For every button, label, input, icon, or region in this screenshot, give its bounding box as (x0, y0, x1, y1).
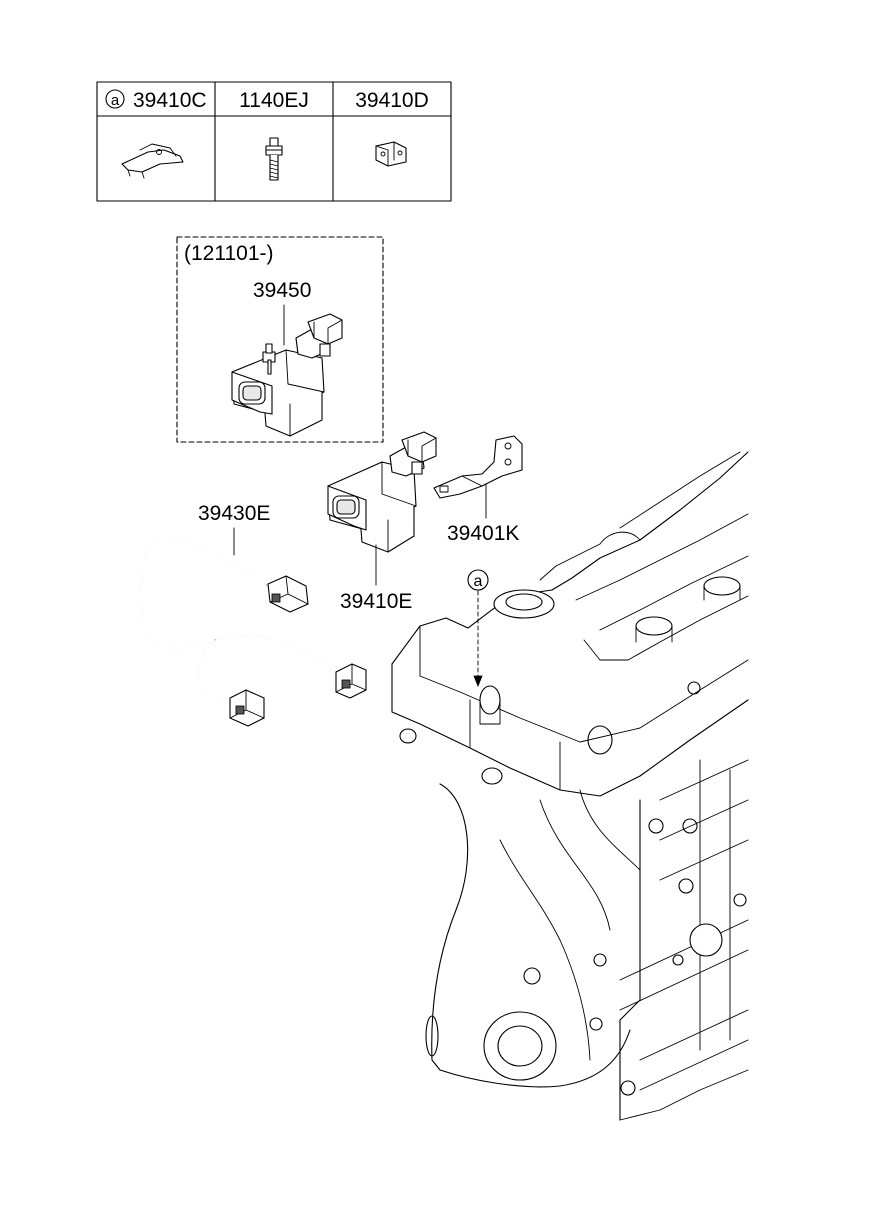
legend-header-39410d[interactable]: 39410D (355, 89, 429, 112)
part-number-39450[interactable]: 39450 (253, 279, 311, 302)
legend-header-39410c[interactable]: 39410C (133, 89, 207, 112)
variant-date-label: (121101-) (184, 242, 274, 265)
small-clip-part-icon[interactable] (375, 141, 407, 167)
legend-table: a 39410C 1140EJ 39410D (96, 81, 452, 202)
harness-connector-right-icon[interactable] (335, 663, 367, 699)
legend-marker-label: a (111, 92, 120, 109)
engine-block-illustration (391, 451, 749, 1121)
variant-box: (121101-) 39450 (176, 236, 384, 443)
legend-header-1140ej[interactable]: 1140EJ (239, 89, 309, 112)
part-number-39430e[interactable]: 39430E (198, 502, 270, 525)
wiring-harness-39430e[interactable] (140, 536, 341, 706)
part-number-39410e[interactable]: 39410E (340, 590, 412, 613)
legend-marker-circle (105, 89, 125, 109)
clip-part-icon[interactable] (121, 143, 184, 179)
reference-marker-a: a (467, 569, 489, 688)
harness-connector-top-icon[interactable] (267, 575, 309, 613)
part-number-39401k[interactable]: 39401K (447, 522, 519, 545)
bracket-39401k-icon[interactable] (433, 435, 523, 499)
sensor-39410e-icon[interactable] (327, 431, 437, 553)
bolt-part-icon[interactable] (265, 137, 283, 181)
sensor-39450-icon[interactable] (231, 313, 343, 437)
harness-connector-bottom-icon[interactable] (229, 689, 265, 727)
reference-marker-label: a (474, 573, 483, 590)
